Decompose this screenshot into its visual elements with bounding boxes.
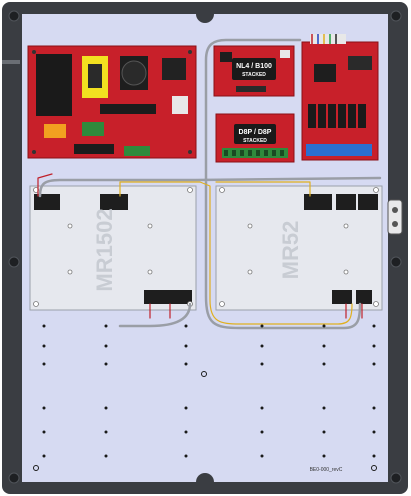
bottom-keyhole [196, 473, 214, 482]
right-latch [387, 199, 403, 235]
backplate-holes [33, 324, 377, 471]
red-wire [37, 173, 363, 319]
nl4-label-line1: NL4 / B100 [236, 63, 272, 70]
nl4-board: NL4 / B100 STACKED [213, 45, 295, 97]
relay-board [301, 34, 379, 161]
yellow-wire [119, 181, 353, 325]
left-latch [2, 60, 20, 64]
gray-wire-harness [38, 38, 382, 330]
top-keyhole [196, 14, 214, 23]
mr52-plate: MR52 [215, 185, 383, 311]
d8p-label-line2: STACKED [243, 138, 267, 144]
enclosure-part-number: BE0-000_revC [310, 467, 343, 473]
mr52-label: MR52 [278, 221, 303, 280]
mr1502-plate: MR1502 [29, 185, 197, 311]
wiring [37, 38, 382, 330]
d8p-label-line1: D8P / D8P [239, 129, 272, 136]
mr1502-label: MR1502 [92, 208, 117, 291]
frame-mounting-holes [8, 10, 402, 484]
power-supply-board [27, 45, 197, 159]
d8p-board: D8P / D8P STACKED [215, 113, 295, 163]
nl4-label-line2: STACKED [242, 72, 266, 78]
